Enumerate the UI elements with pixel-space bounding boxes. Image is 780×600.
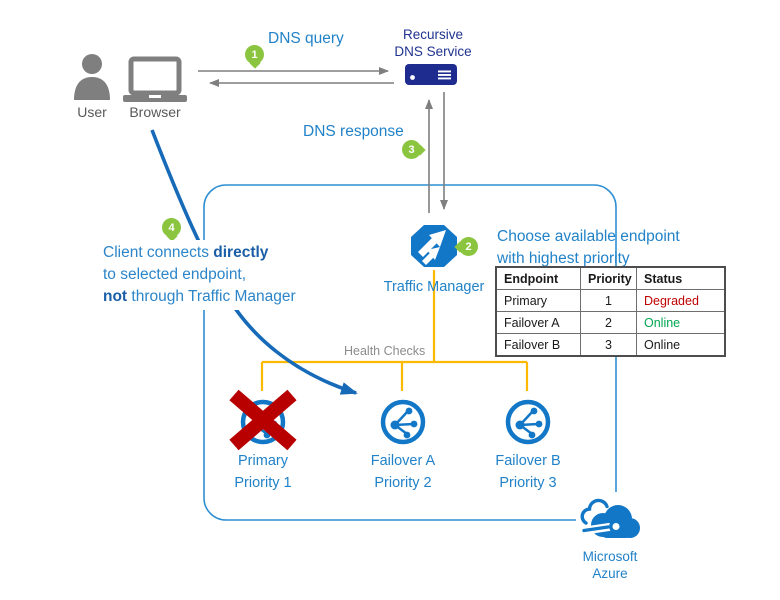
header-endpoint: Endpoint [495, 266, 581, 290]
endpoint-failover-a-icon [380, 399, 426, 445]
status-online: Online [636, 311, 726, 334]
client-connects-text: Client connects directly to selected end… [103, 240, 300, 310]
microsoft-azure-label: Microsoft Azure [582, 549, 638, 581]
dns-server-icon [405, 64, 457, 85]
step-2-badge: 2 [459, 237, 478, 256]
health-check-lines [260, 270, 529, 391]
status-degraded: Degraded [636, 289, 726, 312]
step-1-badge: 1 [245, 45, 264, 64]
step-4-badge: 4 [162, 218, 181, 237]
user-icon [70, 52, 115, 100]
dns-query-label: DNS query [268, 30, 344, 47]
status-online-2: Online [636, 333, 726, 357]
endpoint-failover-b-icon [505, 399, 551, 445]
header-priority: Priority [580, 266, 637, 290]
failed-endpoint-x-icon [227, 389, 299, 451]
endpoint-status-table: Endpoint Priority Status Primary 1 Degra… [495, 266, 726, 357]
table-row: Failover A 2 Online [495, 311, 726, 334]
endpoint-primary-label: Primary Priority 1 [234, 453, 292, 491]
table-row: Failover B 3 Online [495, 333, 726, 357]
table-row: Primary 1 Degraded [495, 289, 726, 312]
traffic-manager-icon [409, 223, 459, 269]
choose-endpoint-text: Choose available endpoint with highest p… [497, 228, 680, 267]
user-label: User [77, 104, 107, 120]
endpoint-failover-a-label: Failover A Priority 2 [370, 453, 436, 491]
browser-label: Browser [129, 104, 181, 120]
table-header-row: Endpoint Priority Status [495, 266, 726, 290]
dns-response-label: DNS response [303, 123, 404, 140]
endpoint-failover-b-label: Failover B Priority 3 [495, 453, 561, 491]
recursive-dns-label: Recursive DNS Service [394, 27, 472, 59]
header-status: Status [636, 266, 726, 290]
azure-cloud-icon [576, 492, 642, 544]
traffic-manager-label: Traffic Manager [383, 279, 485, 295]
browser-icon [122, 56, 188, 104]
health-checks-label: Health Checks [344, 344, 426, 358]
step-3-badge: 3 [402, 140, 421, 159]
